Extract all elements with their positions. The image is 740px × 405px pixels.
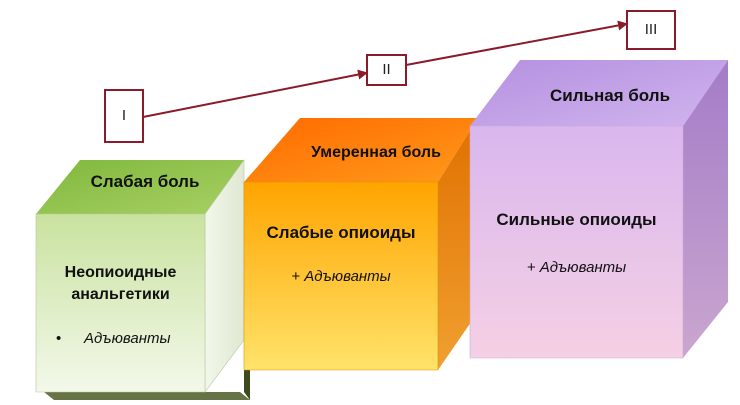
block-1-extra-text: Адъюванты bbox=[84, 330, 171, 347]
cube-moderate-top bbox=[244, 118, 478, 182]
block-2-main: Слабые опиоиды bbox=[266, 223, 416, 242]
cube-moderate-side bbox=[438, 118, 478, 370]
step-box-1: I bbox=[104, 89, 144, 143]
block-1-main-line-2: анальгетики bbox=[71, 286, 170, 303]
cube-severe-front bbox=[469, 125, 684, 359]
connector-arrow-2 bbox=[405, 20, 628, 66]
block-1-extra: • Адъюванты bbox=[50, 330, 200, 347]
bullet-icon: • bbox=[56, 330, 62, 347]
cube-mild-top bbox=[36, 160, 244, 214]
cube-moderate-front bbox=[243, 181, 439, 371]
block-3-title: Сильная боль bbox=[549, 86, 671, 105]
step-box-2: II bbox=[366, 54, 407, 86]
cube-mild-pain bbox=[35, 159, 250, 400]
block-3-extra: + Адъюванты bbox=[526, 259, 627, 276]
cube-severe-side bbox=[683, 60, 728, 358]
cube-severe-pain bbox=[469, 60, 728, 359]
cube-mild-shadow bbox=[44, 392, 250, 400]
step-numeral-2: II bbox=[382, 61, 391, 78]
block-3-main: Сильные опиоиды bbox=[496, 210, 657, 229]
cube-severe-top bbox=[470, 60, 728, 126]
cube-moderate-pain bbox=[243, 118, 478, 371]
block-1-main-line-1: Неопиоидные bbox=[64, 264, 177, 281]
step-box-3: III bbox=[626, 10, 676, 50]
block-2-extra: + Адъюванты bbox=[291, 268, 391, 285]
block-1-title: Слабая боль bbox=[90, 172, 200, 191]
block-1-main: Неопиоидные анальгетики bbox=[36, 262, 205, 306]
block-2-title: Умеренная боль bbox=[311, 144, 441, 161]
cube-mild-front bbox=[35, 213, 206, 393]
connector-arrow-1 bbox=[142, 69, 368, 118]
step-numeral-3: III bbox=[644, 21, 658, 38]
step-numeral-1: I bbox=[121, 107, 127, 124]
